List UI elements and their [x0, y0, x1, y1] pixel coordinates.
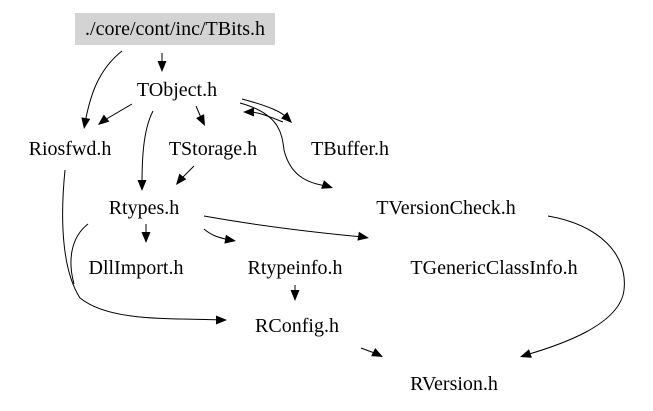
arrowhead [281, 112, 292, 123]
arrowhead [520, 349, 532, 358]
node-dllimport[interactable]: DllImport.h [88, 257, 184, 279]
node-rtypes[interactable]: Rtypes.h [108, 197, 180, 219]
edge-tbuffer-to-tobject [243, 107, 284, 123]
edge-tobject-to-riosfwd [98, 103, 133, 125]
edge-rtypes-to-tgenericclassinfo [203, 215, 369, 241]
edge-tobject-to-tstorage [195, 105, 205, 126]
arrowhead [81, 117, 91, 129]
node-tgenericclassinfo[interactable]: TGenericClassInfo.h [410, 257, 578, 279]
arrowhead [357, 231, 369, 241]
node-tbuffer[interactable]: TBuffer.h [311, 138, 389, 160]
edge-tobject-to-tversioncheck [239, 102, 333, 189]
edge-rtypes-to-rconfig [70, 223, 89, 285]
arrowhead [98, 114, 110, 125]
node-tversioncheck[interactable]: TVersionCheck.h [376, 197, 516, 219]
node-tobject[interactable]: TObject.h [136, 79, 218, 101]
edge-tstorage-to-rtypes [176, 165, 195, 185]
edge-tversioncheck-to-rversion [520, 215, 625, 358]
node-tbits[interactable]: ./core/cont/inc/TBits.h [75, 13, 275, 45]
arrowhead [196, 114, 205, 126]
edge-tobject-to-rtypes [137, 110, 154, 191]
edge-riosfwd-to-rconfig [62, 169, 227, 325]
arrowhead [137, 180, 147, 191]
arrowhead [224, 234, 236, 244]
node-riosfwd[interactable]: Riosfwd.h [28, 138, 112, 160]
arrowhead [290, 290, 300, 301]
node-rconfig[interactable]: RConfig.h [255, 315, 339, 337]
arrowhead [371, 348, 383, 357]
arrowhead [141, 232, 151, 243]
node-rtypeinfo[interactable]: Rtypeinfo.h [247, 257, 343, 279]
edge-tbits-to-tobject [157, 53, 167, 72]
edge-tbits-to-riosfwd [81, 50, 123, 129]
node-tstorage[interactable]: TStorage.h [168, 138, 258, 160]
edge-rconfig-to-rversion [360, 347, 383, 357]
edge-rtypes-to-dllimport [141, 224, 151, 243]
arrowhead [243, 107, 254, 117]
arrowhead [176, 173, 187, 185]
arrowhead [157, 61, 167, 72]
edge-tobject-to-tbuffer [241, 98, 292, 123]
arrowhead [321, 180, 333, 189]
edge-rtypes-to-rtypeinfo [203, 228, 236, 244]
edge-rtypeinfo-to-rconfig [290, 285, 300, 301]
node-rversion[interactable]: RVersion.h [410, 373, 498, 395]
arrowhead [216, 315, 227, 325]
